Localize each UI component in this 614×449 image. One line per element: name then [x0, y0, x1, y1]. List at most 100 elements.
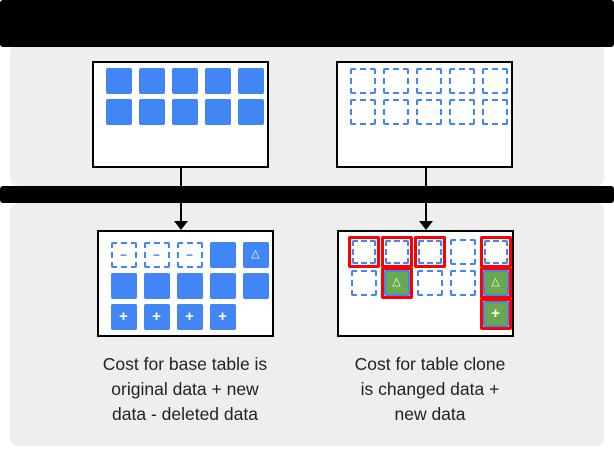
base-table-changes-grid: −−−△++++ [107, 239, 272, 332]
cell-dashed [347, 267, 380, 298]
data-block: + [143, 303, 170, 330]
cell-dashed-minus: − [173, 239, 206, 270]
data-block: − [176, 241, 203, 268]
table-clone-cost-caption: Cost for table clone is changed data + n… [305, 352, 555, 427]
base-table-changes-box: −−−△++++ [97, 230, 274, 337]
cell-dashed [346, 96, 379, 127]
data-block [105, 98, 132, 125]
data-block [237, 67, 264, 94]
plus-icon: + [218, 308, 227, 325]
cell-green-triangle: △ [479, 266, 512, 299]
cell-filled-plus: + [107, 301, 140, 332]
cell-filled [135, 96, 168, 127]
data-block [449, 238, 476, 265]
data-block [483, 239, 508, 264]
data-block [209, 241, 236, 268]
base-table-original-grid [102, 65, 267, 127]
base-table-original-box [92, 61, 269, 168]
data-block [415, 98, 442, 125]
data-block [204, 67, 231, 94]
caption-line: Cost for base table is [102, 354, 268, 374]
caption-line: is changed data + [360, 379, 500, 399]
plus-icon: + [152, 308, 161, 325]
cell-dashed [445, 65, 478, 96]
base-table-cost-caption: Cost for base table is original data + n… [60, 352, 310, 427]
cell-filled-plus: + [206, 301, 239, 332]
cell-filled [206, 270, 239, 301]
cell-dashed [412, 96, 445, 127]
data-block [350, 269, 377, 296]
data-block [448, 67, 475, 94]
triangle-icon: △ [491, 276, 500, 288]
cell-empty [413, 298, 446, 329]
cell-filled [234, 65, 267, 96]
data-block [481, 98, 508, 125]
cell-dashed [379, 65, 412, 96]
data-block [105, 67, 132, 94]
cell-dashed [379, 96, 412, 127]
arrow-table-clone-head [419, 221, 433, 230]
data-block [242, 272, 269, 299]
data-block: + [110, 303, 137, 330]
data-block [384, 239, 409, 264]
data-block [171, 67, 198, 94]
cell-dashed [478, 65, 511, 96]
cell-dashed [413, 267, 446, 298]
cell-filled-triangle: △ [239, 239, 272, 270]
cell-filled [107, 270, 140, 301]
cell-filled [173, 270, 206, 301]
cell-green-plus: + [479, 297, 512, 330]
data-block [417, 239, 442, 264]
cell-filled [239, 270, 272, 301]
minus-icon: − [185, 247, 193, 262]
plus-icon: + [119, 308, 128, 325]
cell-green-triangle: △ [380, 266, 413, 299]
cell-red-dashed [380, 235, 413, 268]
minus-icon: − [119, 247, 127, 262]
changed-data-outline: △ [380, 266, 413, 299]
plus-icon: + [185, 308, 194, 325]
data-block [176, 272, 203, 299]
changed-data-outline [380, 235, 413, 268]
data-block: △ [383, 269, 410, 296]
changed-data-outline: △ [479, 266, 512, 299]
data-block: + [209, 303, 236, 330]
data-block [138, 98, 165, 125]
data-block [481, 67, 508, 94]
cell-dashed [445, 96, 478, 127]
data-block [237, 98, 264, 125]
data-block: − [143, 241, 170, 268]
plus-icon: + [491, 305, 500, 322]
data-block [416, 269, 443, 296]
data-block: △ [242, 241, 269, 268]
cell-filled-plus: + [173, 301, 206, 332]
divider-bar-top [0, 0, 614, 47]
cell-dashed [478, 96, 511, 127]
data-block: − [110, 241, 137, 268]
cell-dashed [412, 65, 445, 96]
arrow-table-clone-line [425, 168, 427, 222]
data-block [209, 272, 236, 299]
cell-filled [102, 65, 135, 96]
cell-dashed [346, 65, 379, 96]
cell-red-dashed [413, 235, 446, 268]
arrow-base-table-line [180, 168, 182, 222]
cell-dashed [446, 236, 479, 267]
cell-filled [168, 96, 201, 127]
cell-empty [380, 298, 413, 329]
cell-empty [446, 298, 479, 329]
data-block [382, 98, 409, 125]
cell-dashed-minus: − [140, 239, 173, 270]
cell-red-dashed [479, 235, 512, 268]
cell-empty [239, 301, 272, 332]
cell-filled [206, 239, 239, 270]
data-block [349, 98, 376, 125]
data-block: + [482, 300, 509, 327]
cell-filled [102, 96, 135, 127]
divider-bar-middle [0, 186, 614, 203]
caption-line: original data + new [111, 379, 259, 399]
data-block [110, 272, 137, 299]
data-block [171, 98, 198, 125]
changed-data-outline [413, 235, 446, 268]
